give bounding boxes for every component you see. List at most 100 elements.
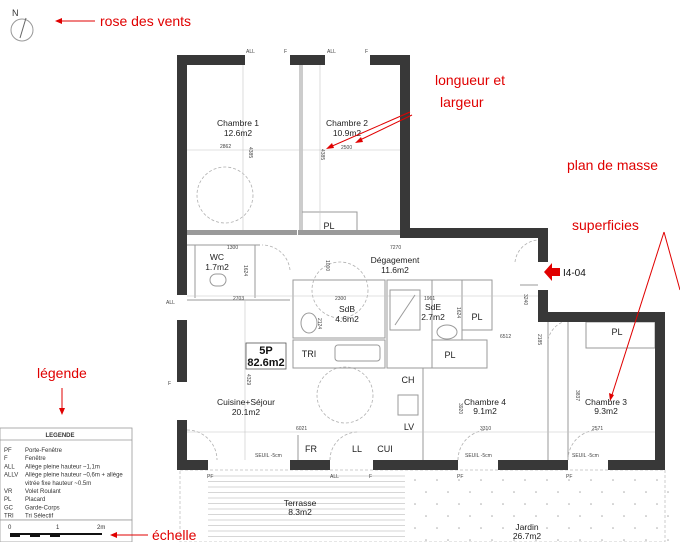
fixture-placard: PL [323,221,334,231]
grass-dot [557,515,559,517]
svg-text:SdB: SdB [339,304,355,314]
svg-text:3240: 3240 [522,294,528,305]
room-chambre-3: Chambre 39.3m2 [585,397,627,416]
fixture-ll: LL [352,444,362,454]
svg-text:1624: 1624 [455,307,461,318]
svg-text:Chambre 3: Chambre 3 [585,397,627,407]
grass-dot [579,515,581,517]
svg-text:9.1m2: 9.1m2 [473,406,497,416]
fixture-placard: PL [444,350,455,360]
exterior-walls [177,55,665,470]
svg-text:Chambre 1: Chambre 1 [217,118,259,128]
grass-dot [645,539,647,541]
grass-dot [480,479,482,481]
grass-dot [590,479,592,481]
grass-dot [656,503,658,505]
label-pf: PF [457,474,463,480]
grass-dot [469,539,471,541]
svg-text:Chambre 2: Chambre 2 [326,118,368,128]
grass-dot [414,479,416,481]
svg-text:5P: 5P [259,345,272,357]
grass-dot [447,515,449,517]
room-chambre-4: Chambre 49.1m2 [464,397,506,416]
svg-text:8.3m2: 8.3m2 [288,507,312,517]
grass-dot [623,491,625,493]
grass-dot [656,527,658,529]
annotation-site-plan: plan de masse [567,157,658,173]
grass-dot [447,539,449,541]
svg-text:6512: 6512 [500,334,511,340]
grass-dot [414,503,416,505]
svg-text:Chambre 4: Chambre 4 [464,397,506,407]
entry-marker: I4-04 [544,263,586,281]
room-chambre-1: Chambre 112.6m2 [217,118,259,138]
svg-text:3837: 3837 [574,390,580,401]
annotation-areas: superficies [572,217,639,233]
svg-text:1.7m2: 1.7m2 [205,262,229,272]
grass-dot [524,479,526,481]
svg-text:N: N [12,8,19,18]
annotation-arrows [55,18,680,538]
grass-dot [546,479,548,481]
label-f: F [365,49,368,55]
grass-dot [634,503,636,505]
svg-text:SdE: SdE [425,302,441,312]
grass-dot [623,515,625,517]
fixture-placard: PL [611,327,622,337]
grass-dot [469,491,471,493]
grass-dot [623,539,625,541]
grass-dot [667,539,669,541]
grass-dot [535,515,537,517]
svg-text:I4-04: I4-04 [563,268,586,279]
fixture-cui: CUI [377,444,393,454]
grass-dot [458,503,460,505]
grass-dot [458,527,460,529]
grass-dot [458,479,460,481]
grass-dot [425,539,427,541]
svg-text:1624: 1624 [242,265,248,276]
svg-text:4.6m2: 4.6m2 [335,314,359,324]
svg-text:9.3m2: 9.3m2 [594,406,618,416]
legend-code: VR [4,489,13,495]
legend-label: Tri Sélectif [25,514,53,520]
grass-dot [656,479,658,481]
svg-text:2124: 2124 [316,318,322,329]
grass-dot [414,527,416,529]
svg-text:Terrasse: Terrasse [284,498,317,508]
garden-area [179,469,669,542]
fixture-placard: PL [471,312,482,322]
legend-code: TRI [4,514,14,520]
label-all: ALL [166,300,175,306]
legend-label: Allège pleine hauteur ~1,1m [25,464,100,470]
svg-text:WC: WC [210,252,224,262]
annotation-legend: légende [37,365,87,381]
grass-dot [425,515,427,517]
label-f: F [369,474,372,480]
label-pf: PF [566,474,572,480]
grass-dot [612,479,614,481]
svg-text:7270: 7270 [390,245,401,251]
svg-text:1300: 1300 [227,245,238,251]
entry-arrow-icon [544,263,560,281]
grass-dot [469,515,471,517]
label-f: F [284,49,287,55]
annotation-scale: échelle [152,527,197,542]
grass-dot [634,527,636,529]
scale-bar [10,533,102,537]
legend-code: GC [4,505,14,511]
grass-dot [491,515,493,517]
grass-dot [568,479,570,481]
grass-dot [480,503,482,505]
grass-dot [568,503,570,505]
legend-label: Garde-Corps [25,505,60,511]
grass-dot [447,491,449,493]
grass-dot [667,491,669,493]
svg-text:LEGENDE: LEGENDE [45,433,74,439]
partitions [186,65,656,461]
grass-dot [436,479,438,481]
